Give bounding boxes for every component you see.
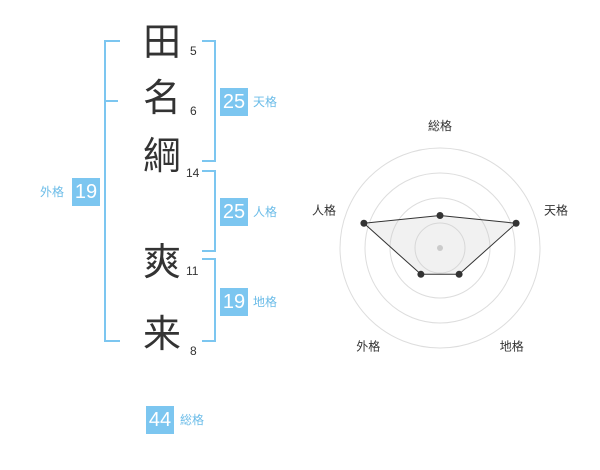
radar-axis-label-4: 外格 xyxy=(356,339,380,354)
jinkaku-label: 人格 xyxy=(253,205,278,219)
radar-axis-label-2: 天格 xyxy=(544,202,568,217)
radar-point-1 xyxy=(436,212,444,219)
name-char-2: 名 xyxy=(142,76,181,120)
radar-center xyxy=(437,245,443,251)
radar-point-4 xyxy=(417,270,425,278)
gaikaku-bracket xyxy=(104,40,120,342)
gaikaku-bracket-tick xyxy=(104,100,118,102)
soukaku-label: 総格 xyxy=(180,413,205,427)
stroke-count-4: 11 xyxy=(186,264,199,278)
name-char-3: 綱 xyxy=(142,134,181,178)
radar-ring-2 xyxy=(389,197,491,299)
jinkaku-bracket xyxy=(202,170,216,252)
radar-ring-1 xyxy=(414,222,466,274)
gaikaku-value: 19 xyxy=(72,178,100,206)
radar-polygon xyxy=(362,214,518,275)
radar-axis-label-1: 総格 xyxy=(428,118,452,133)
tenkaku-label: 天格 xyxy=(253,95,278,109)
stroke-count-1: 5 xyxy=(190,44,197,58)
tenkaku-value: 25 xyxy=(220,88,248,116)
jinkaku-value: 25 xyxy=(220,198,248,226)
chikaku-value: 19 xyxy=(220,288,248,316)
name-char-4: 爽 xyxy=(142,240,181,284)
radar-ring-4 xyxy=(339,147,541,349)
stroke-count-3: 14 xyxy=(186,166,200,180)
radar-ring-3 xyxy=(364,172,516,324)
radar-point-5 xyxy=(360,219,368,227)
radar-axis-label-3: 地格 xyxy=(500,339,524,354)
radar-point-3 xyxy=(455,270,463,278)
gaikaku-label: 外格 xyxy=(40,185,65,199)
chikaku-label: 地格 xyxy=(253,295,278,309)
stroke-count-5: 8 xyxy=(190,344,197,358)
name-char-5: 来 xyxy=(142,312,181,356)
tenkaku-bracket xyxy=(202,40,216,162)
radar-grid xyxy=(339,147,541,349)
radar-shape xyxy=(360,212,520,278)
chikaku-bracket xyxy=(202,258,216,342)
radar-axis-label-5: 人格 xyxy=(312,202,336,217)
name-char-1: 田 xyxy=(142,20,181,64)
stroke-count-2: 6 xyxy=(190,104,197,118)
soukaku-value: 44 xyxy=(146,406,174,434)
radar-point-2 xyxy=(512,219,520,227)
